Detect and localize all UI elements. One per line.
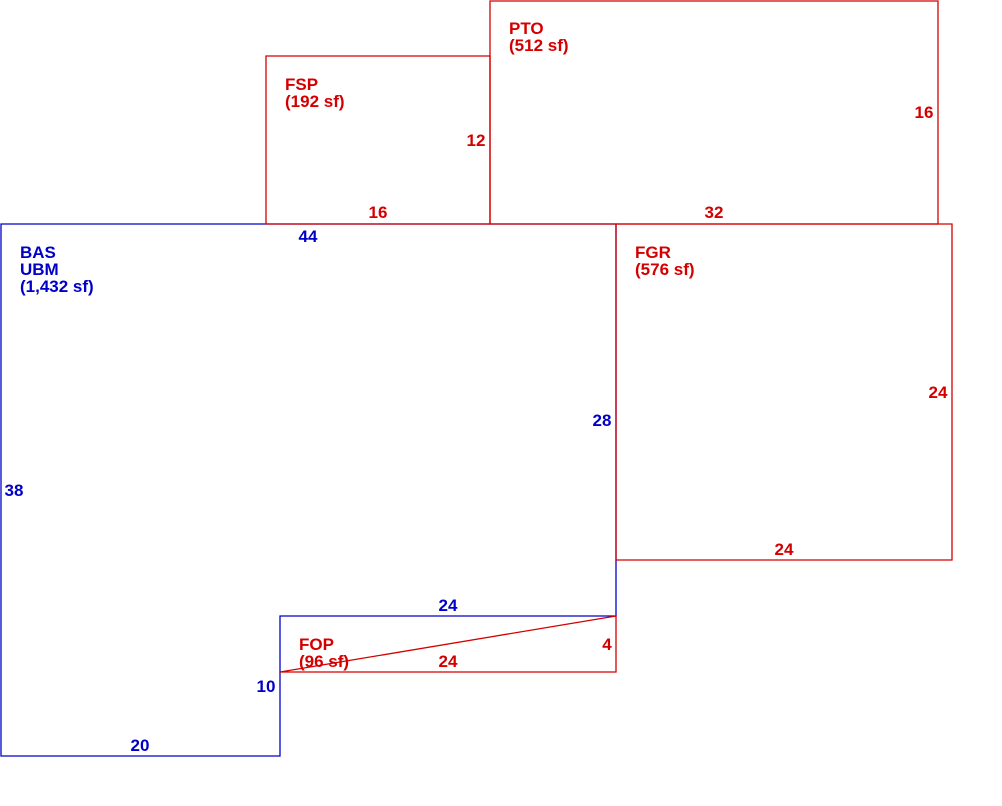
bas-outline [0, 223, 617, 757]
bas-code2-label: UBM [20, 260, 59, 279]
pto-code-label: PTO [509, 19, 544, 38]
fsp-code-label: FSP [285, 75, 318, 94]
dim-fop-right: 4 [602, 635, 612, 654]
dim-pto-right: 16 [915, 103, 934, 122]
fgr-outline [615, 223, 953, 561]
dim-fgr-right: 24 [929, 383, 948, 402]
dim-bas-bottom: 20 [131, 736, 150, 755]
dim-bas-right: 28 [593, 411, 612, 430]
dim-bas-notch-side: 10 [257, 677, 276, 696]
pto-area-label: (512 sf) [509, 36, 569, 55]
pto-outline [489, 0, 939, 225]
fsp-area-label: (192 sf) [285, 92, 345, 111]
dim-fop-bottom: 24 [439, 652, 458, 671]
dim-pto-bottom: 32 [705, 203, 724, 222]
dim-bas-left: 38 [5, 481, 24, 500]
dim-bas-notch-top: 24 [439, 596, 458, 615]
fop-area-label: (96 sf) [299, 652, 349, 671]
fop-outline [279, 615, 617, 673]
fgr-area-label: (576 sf) [635, 260, 695, 279]
dim-bas-top: 44 [299, 227, 318, 246]
fgr-code-label: FGR [635, 243, 671, 262]
dim-fsp-bottom: 16 [369, 203, 388, 222]
fop-code-label: FOP [299, 635, 334, 654]
bas-area-label: (1,432 sf) [20, 277, 94, 296]
dim-fgr-bottom: 24 [775, 540, 794, 559]
dim-fsp-right: 12 [467, 131, 486, 150]
bas-code-label: BAS [20, 243, 56, 262]
